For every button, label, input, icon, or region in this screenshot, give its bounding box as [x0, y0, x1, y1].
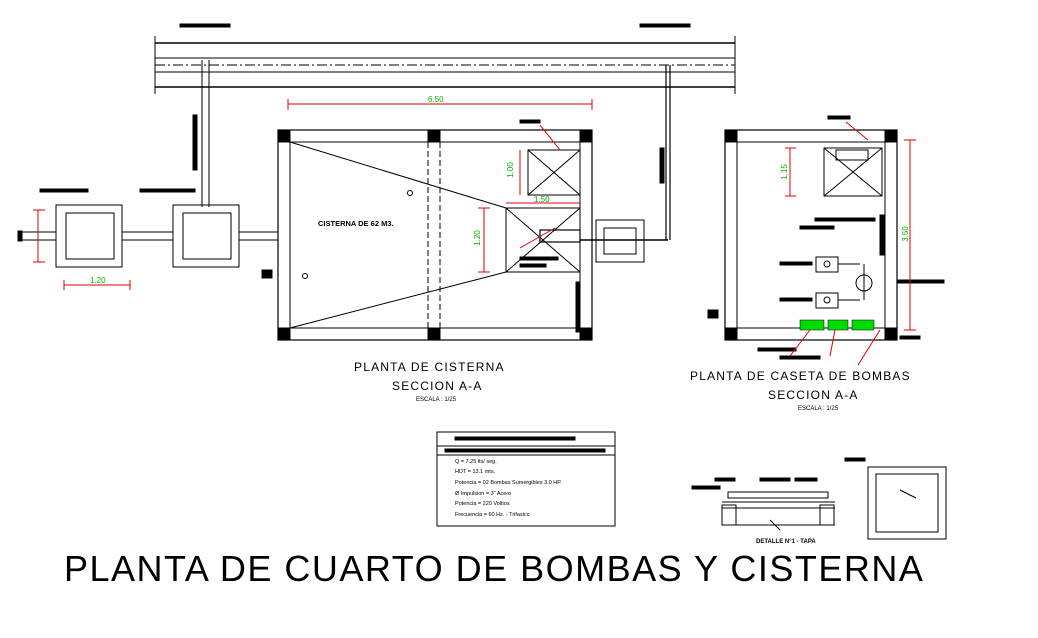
spec-line: Potencia = 02 Bombas Sumergibles 3.0 HP. [455, 480, 562, 486]
cisterna-section-title: SECCION A-A [392, 379, 483, 393]
caseta-plan-title: PLANTA DE CASETA DE BOMBAS [690, 369, 911, 383]
spec-line: Frecuencia = 60 Hz. - Trifasico [455, 512, 530, 518]
caseta-section-title: SECCION A-A [768, 388, 859, 402]
spec-line: Ø Impulsion = 3" Acero [455, 491, 512, 497]
main-drawing-title: PLANTA DE CUARTO DE BOMBAS Y CISTERNA [64, 548, 925, 589]
supply-pipe-left [39, 60, 210, 207]
specs-table [436, 431, 616, 527]
section-mark-cisterna: A [266, 270, 272, 277]
cisterna-box-height-dim: 1.00 [505, 162, 515, 178]
caseta-height-dim: 3.50 [900, 226, 910, 242]
caseta-dimensions [785, 121, 916, 366]
cisterna-pit-width-dim: 1.50 [534, 195, 550, 204]
caseta-valves [799, 319, 875, 331]
spec-line: HDT = 13.1 mts. [455, 469, 496, 475]
caseta-scale: ESCALA : 1/25 [798, 406, 839, 412]
cisterna-dimensions [287, 99, 593, 273]
registro-width-dim: 1.20 [90, 276, 106, 285]
spec-line: Potencia = 220 Voltios [455, 501, 510, 507]
detalle-title: DETALLE N°1 - TAPA [756, 539, 816, 545]
registro-boxes [17, 204, 278, 268]
cisterna-pit-height-dim: 1.20 [472, 230, 482, 246]
section-mark-caseta: A [710, 310, 716, 317]
detalle-plan [844, 457, 947, 540]
detalle-section [691, 477, 835, 531]
cisterna-width-dim: 6.50 [428, 95, 444, 104]
cisterna-tank-label: CISTERNA DE 62 M3. [318, 219, 394, 228]
cisterna-plan [261, 65, 671, 341]
cisterna-plan-title: PLANTA DE CISTERNA [354, 360, 505, 374]
street-pipeline [154, 23, 736, 94]
cisterna-scale: ESCALA : 1/25 [416, 397, 457, 403]
caseta-box-height-dim: 1.15 [779, 164, 789, 180]
registro-dimensions [33, 209, 131, 290]
spec-line: Q = 7.25 lts/ seg. [455, 459, 497, 465]
